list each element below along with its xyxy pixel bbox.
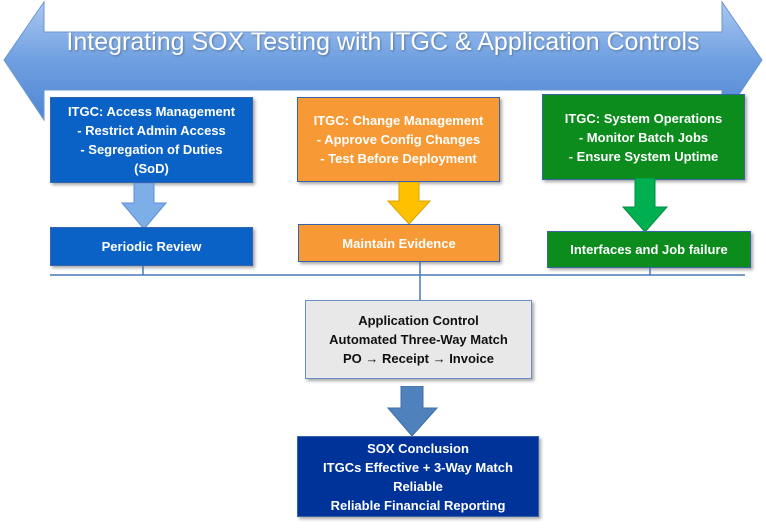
periodic-review-box: Periodic Review [50, 227, 253, 266]
box-heading: ITGC: System Operations [564, 110, 723, 126]
box-line: - Ensure System Uptime [568, 148, 719, 164]
down-arrow-icon [120, 183, 168, 230]
box-heading: SOX Conclusion [367, 440, 469, 456]
box-heading: Application Control [358, 313, 479, 328]
box-label: Periodic Review [101, 239, 202, 254]
box-heading: ITGC: Change Management [313, 113, 484, 128]
box-line: - Segregation of Duties [80, 142, 223, 157]
box-line: Reliable Financial Reporting [330, 497, 506, 513]
diagram-title: Integrating SOX Testing with ITGC & Appl… [66, 28, 700, 56]
application-control-box: Application Control Automated Three-Way … [305, 300, 532, 379]
down-arrow-icon [386, 386, 439, 437]
box-line: - Approve Config Changes [316, 132, 481, 147]
itgc-system-operations-box: ITGC: System Operations - Monitor Batch … [542, 94, 745, 180]
maintain-evidence-box: Maintain Evidence [298, 224, 500, 262]
box-line: ITGCs Effective + 3-Way Match [323, 459, 513, 475]
connector-lines [50, 262, 745, 302]
box-line: Reliable [393, 478, 443, 494]
box-line: - Restrict Admin Access [77, 123, 226, 138]
box-label: Interfaces and Job failure [570, 242, 728, 257]
box-label: Maintain Evidence [342, 235, 456, 251]
box-line: (SoD) [134, 161, 169, 176]
box-line: - Test Before Deployment [320, 151, 477, 166]
interfaces-job-failure-box: Interfaces and Job failure [547, 231, 751, 268]
itgc-access-management-box: ITGC: Access Management - Restrict Admin… [50, 97, 253, 183]
title-double-arrow [3, 0, 763, 122]
box-heading: ITGC: Access Management [67, 104, 236, 119]
box-line: - Monitor Batch Jobs [578, 129, 709, 145]
sox-conclusion-box: SOX Conclusion ITGCs Effective + 3-Way M… [297, 436, 539, 517]
box-line: Automated Three-Way Match [329, 332, 508, 347]
down-arrow-icon [386, 182, 432, 225]
box-line: PO → Receipt → Invoice [343, 351, 494, 366]
itgc-change-management-box: ITGC: Change Management - Approve Config… [297, 97, 500, 182]
down-arrow-icon [621, 178, 669, 233]
